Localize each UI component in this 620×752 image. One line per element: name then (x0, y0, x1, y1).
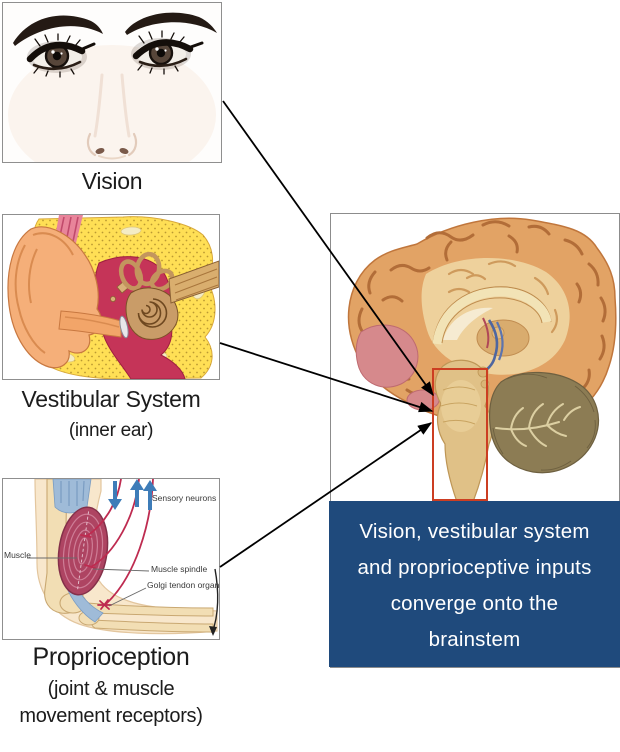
proprioception-label: Proprioception (32, 643, 190, 671)
brainstem (434, 359, 494, 502)
cerebral-vessels (482, 317, 504, 374)
semicircular-canals (118, 251, 175, 292)
cochlea (125, 287, 179, 340)
sensory-neurons-annotation: Sensory neurons (152, 493, 217, 503)
ear-canal (58, 310, 122, 338)
right-eye (131, 30, 204, 75)
auditory-nerve (168, 260, 219, 304)
rotation-arrow (209, 568, 219, 636)
right-eyebrow (125, 12, 217, 35)
eyes-photo-illustration (3, 3, 221, 162)
vestibular-label: Vestibular System (21, 386, 201, 412)
proprioception-sublabel-line1: (joint & muscle (47, 678, 175, 700)
brainstem-highlight-box (432, 368, 488, 501)
vision-label: Vision (81, 168, 143, 194)
arbor-vitae (495, 403, 581, 447)
forearm-bones (78, 602, 214, 633)
cerebellum (489, 371, 600, 474)
white-matter (421, 258, 570, 375)
caption-box: Vision, vestibular system and propriocep… (329, 501, 620, 667)
caption-line-4: brainstem (428, 628, 521, 651)
muscle-spindle-annotation: Muscle spindle (151, 564, 208, 574)
left-eyebrow (13, 15, 103, 46)
caption-line-3: converge onto the (390, 592, 559, 615)
caption-line-1: Vision, vestibular system (359, 520, 590, 543)
receptor-markers (80, 534, 112, 610)
vision-image-panel (2, 2, 222, 163)
nose (86, 73, 138, 160)
tendons (52, 479, 104, 623)
inner-gyri (447, 260, 559, 334)
leader-lines (27, 557, 150, 607)
nerve-direction-arrows (108, 479, 157, 510)
golgi-tendon-organ-annotation: Golgi tendon organ (147, 580, 220, 590)
lateral-ventricle (443, 307, 493, 340)
ear-anatomy-illustration (3, 215, 219, 379)
vestibular-image-panel (2, 214, 220, 380)
proprioception-sublabel-line2: movement receptors) (19, 705, 203, 727)
corpus-callosum (432, 286, 552, 345)
vestibular-sublabel: (inner ear) (68, 420, 154, 441)
caption-line-2: and proprioceptive inputs (357, 556, 592, 579)
eardrum (119, 315, 129, 339)
proprioception-image-panel: Sensory neurons Muscle Muscle spindle Go… (2, 478, 220, 640)
left-eye (26, 33, 96, 78)
ear-pinna (7, 226, 102, 369)
muscle-spindle-illustration (3, 479, 219, 639)
muscle-annotation: Muscle (4, 550, 31, 560)
